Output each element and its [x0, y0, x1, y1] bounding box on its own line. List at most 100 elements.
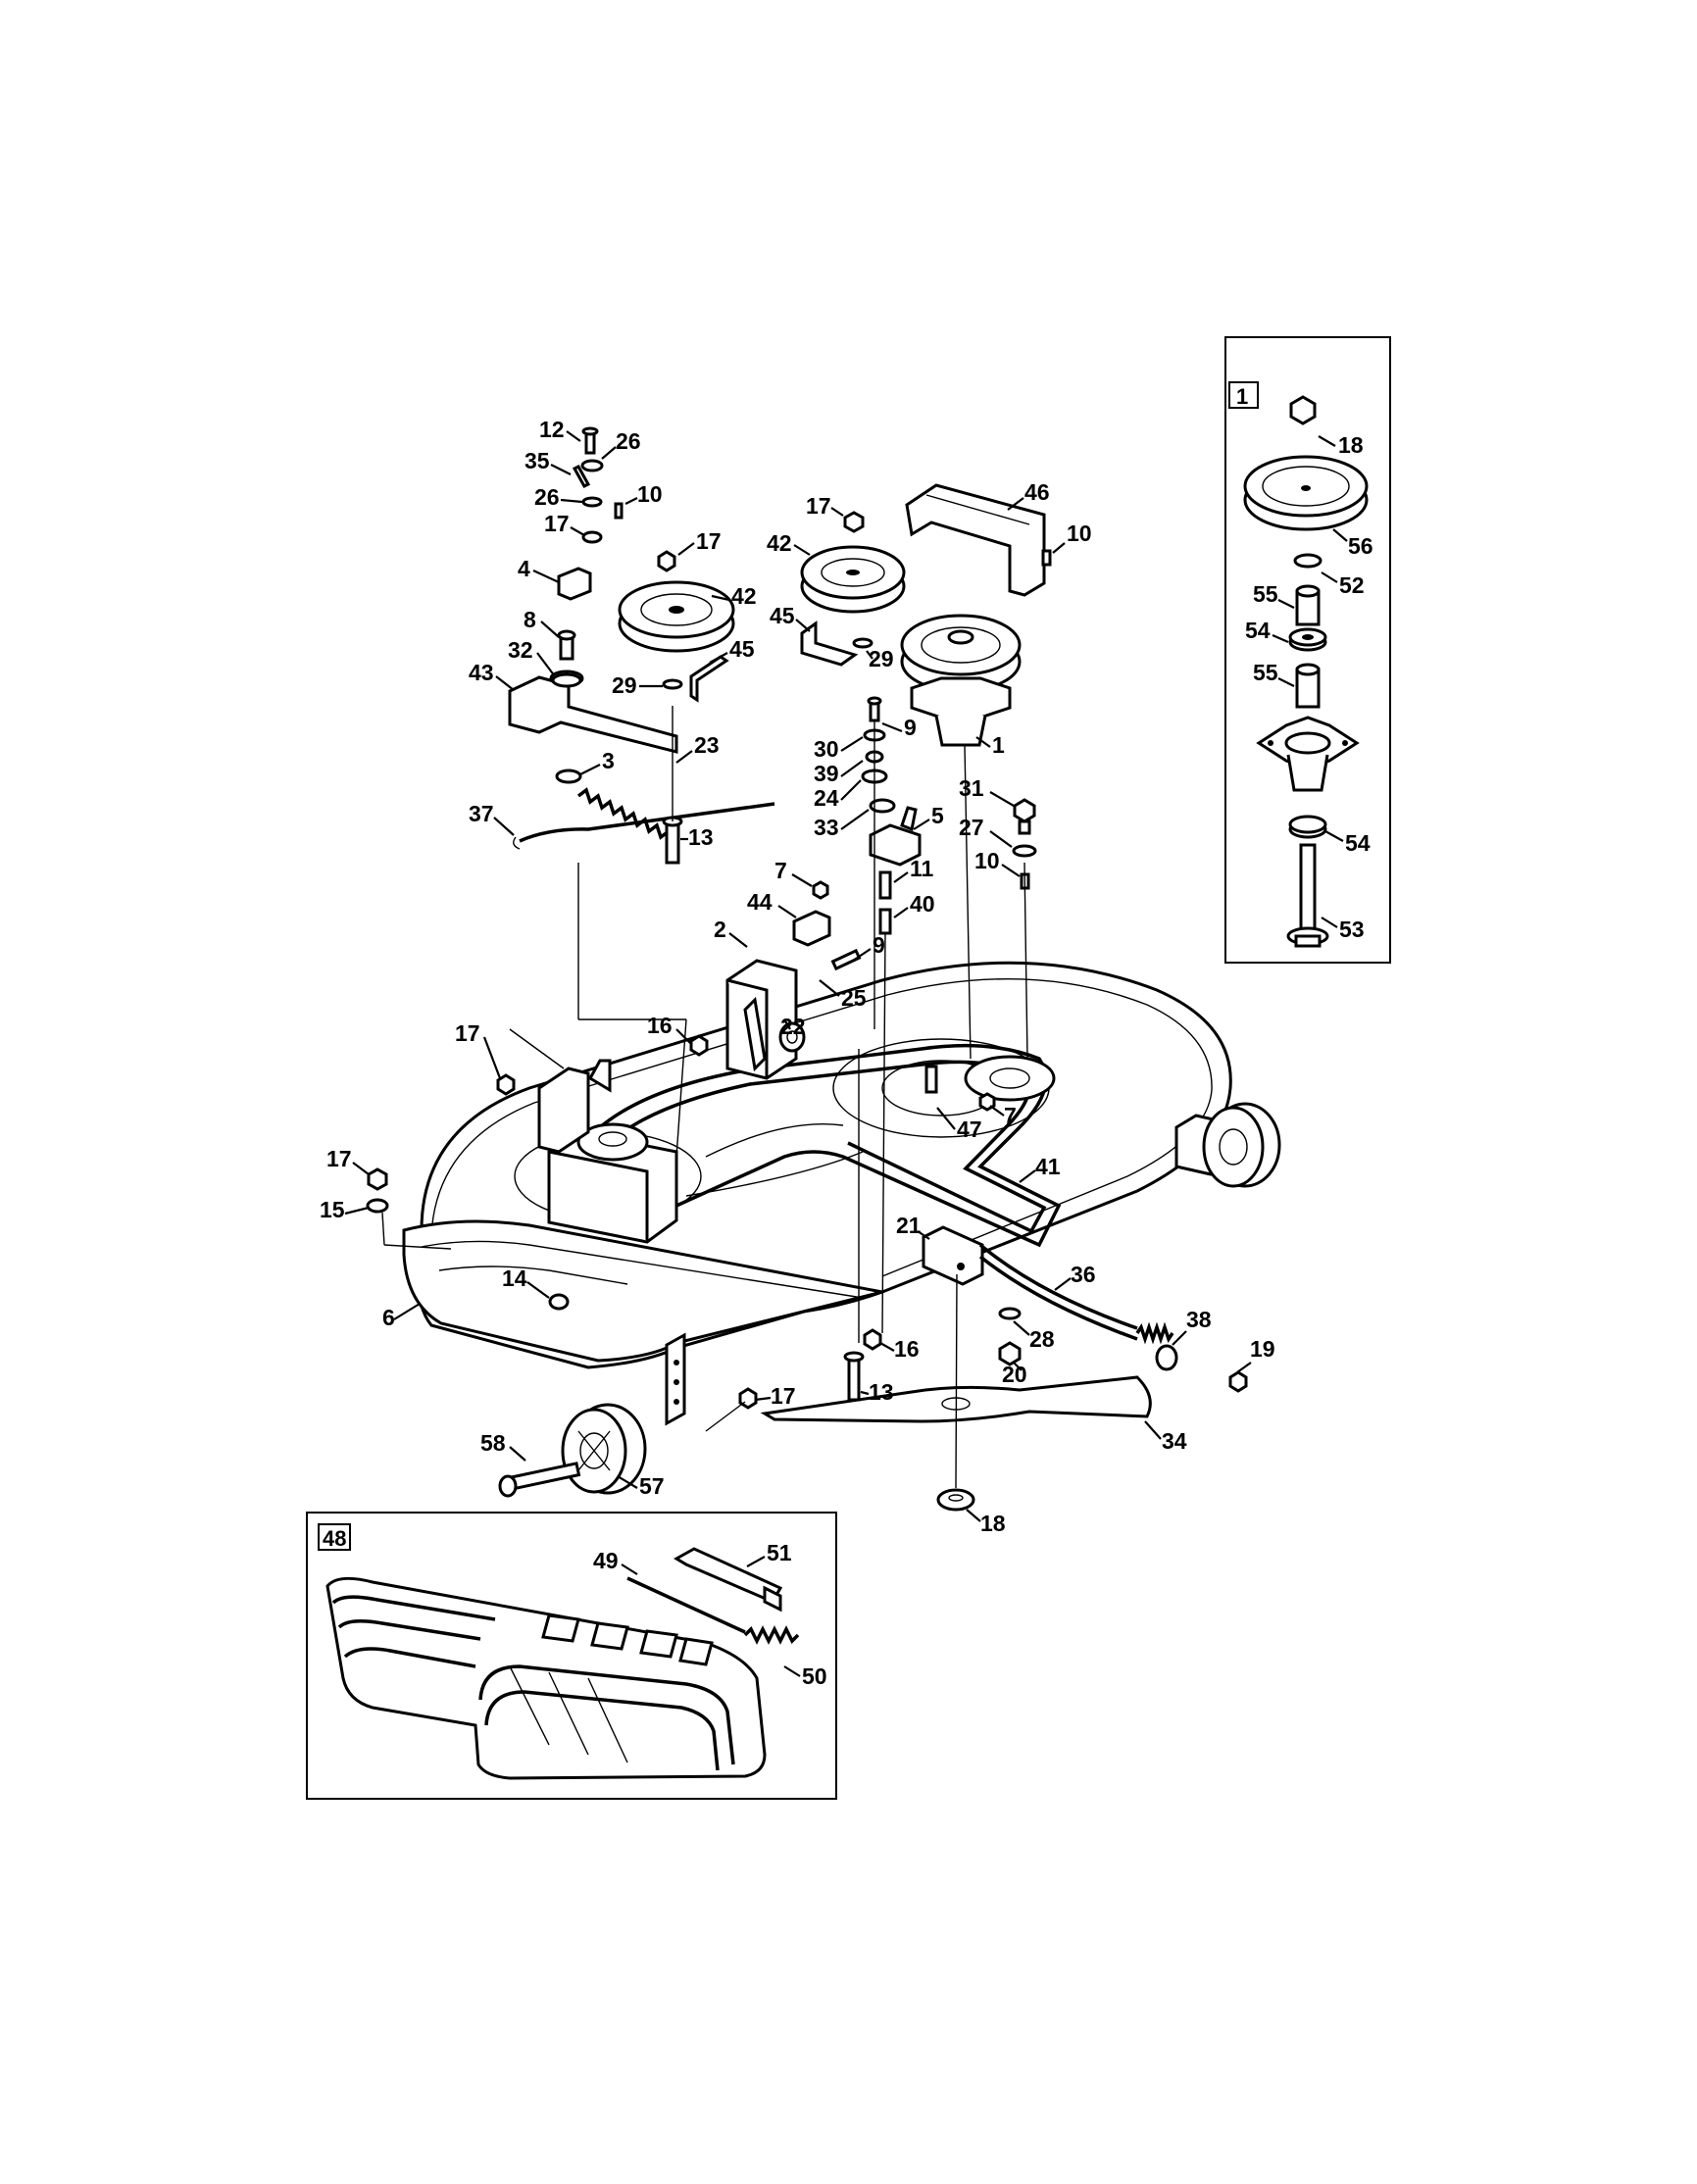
callout: 7 — [1004, 1103, 1017, 1128]
hardware-nut-19 — [1228, 1370, 1248, 1393]
hardware-nut-17-left — [367, 1167, 388, 1191]
hardware-bolt-14 — [548, 1293, 570, 1311]
callout: 12 — [539, 417, 565, 442]
callout: 5 — [931, 803, 944, 828]
callout: 8 — [524, 607, 536, 632]
chute-pivot-rod — [626, 1576, 746, 1634]
callout: 25 — [841, 985, 867, 1011]
callout: 55 — [1253, 660, 1278, 685]
mower-deck-housing — [402, 961, 1232, 1369]
washer-27 — [1012, 844, 1037, 858]
callout: 42 — [731, 583, 757, 609]
idler-rod-37 — [519, 802, 775, 843]
right-gauge-wheel — [1174, 1102, 1281, 1188]
bolt-9-lower — [830, 948, 862, 971]
callout: 17 — [326, 1146, 352, 1171]
callout: 14 — [502, 1266, 527, 1291]
left-gauge-wheel — [561, 1403, 647, 1495]
callout: 23 — [694, 732, 720, 758]
chute-bracket — [674, 1547, 783, 1613]
callout: 6 — [382, 1305, 395, 1330]
shoulder-bolt-13 — [662, 816, 683, 865]
callout: 13 — [688, 824, 714, 850]
callout: 9 — [873, 932, 885, 958]
callout: 29 — [869, 646, 894, 671]
washer-33 — [869, 798, 896, 814]
callout: 53 — [1339, 917, 1365, 942]
callout: 40 — [910, 891, 935, 917]
hardware-nut-17-front — [738, 1387, 758, 1410]
bracket-45-left — [689, 655, 729, 703]
callout: 55 — [1253, 581, 1278, 607]
callout: 27 — [959, 815, 984, 840]
cotter-10-right-top — [1041, 549, 1052, 567]
callout: 26 — [534, 484, 560, 510]
callout: 54 — [1245, 618, 1271, 643]
callout: 7 — [774, 858, 787, 883]
nut-17-top-left — [657, 550, 676, 572]
idler-pulley-center — [800, 545, 906, 614]
belt-guard-46 — [905, 483, 1046, 597]
callout: 57 — [639, 1473, 665, 1499]
callout: 29 — [612, 672, 637, 698]
spacer-40 — [878, 908, 892, 935]
callout: 47 — [957, 1117, 982, 1142]
callout-labels: 12 26 35 26 10 17 17 4 42 8 32 43 29 45 … — [320, 417, 1275, 1536]
callout: 41 — [1035, 1154, 1061, 1179]
wheel-shoulder-bolt — [498, 1462, 581, 1498]
callout: 16 — [647, 1013, 673, 1038]
bolt-12 — [581, 426, 599, 455]
cable-bracket — [922, 1225, 984, 1286]
callout: 50 — [802, 1663, 827, 1689]
inset-hex-nut — [1289, 395, 1317, 425]
bolt-31 — [1013, 798, 1036, 835]
bracket-45-center — [800, 620, 859, 667]
callout: 31 — [959, 775, 984, 801]
bracket-4 — [557, 567, 592, 601]
chute-spring — [743, 1625, 800, 1645]
inset-bearing-bottom — [1288, 815, 1327, 839]
mower-blade — [760, 1375, 1152, 1423]
callout: 34 — [1162, 1428, 1187, 1454]
callout: 58 — [480, 1430, 506, 1456]
hardware-nut-20 — [998, 1341, 1022, 1366]
callout: 24 — [814, 785, 839, 811]
callout: 3 — [602, 748, 615, 773]
callout: 49 — [593, 1548, 619, 1573]
callout: 52 — [1339, 572, 1365, 598]
callout: 17 — [455, 1020, 480, 1046]
callout: 46 — [1024, 479, 1050, 505]
inset-spindle-assembly: 1 — [1224, 336, 1391, 964]
callout: 28 — [1029, 1326, 1055, 1352]
pin-47 — [924, 1065, 938, 1094]
callout: 36 — [1071, 1262, 1096, 1287]
callout: 10 — [637, 481, 663, 507]
washer-32 — [551, 672, 582, 688]
inset-1-label: 1 — [1236, 384, 1248, 409]
callout: 19 — [1250, 1336, 1275, 1362]
callout: 37 — [469, 801, 494, 826]
alignment-lines — [381, 706, 1028, 1489]
chute-body — [325, 1576, 767, 1780]
bolt-8 — [557, 629, 576, 661]
washer-29-left — [662, 678, 683, 690]
callout: 43 — [469, 660, 494, 685]
callout: 17 — [806, 493, 831, 519]
hardware-washer-28 — [998, 1307, 1022, 1320]
callout: 44 — [747, 889, 773, 915]
deck-lift-rod — [978, 1243, 1138, 1330]
right-spindle-pocket — [964, 1055, 1056, 1102]
callout: 18 — [980, 1511, 1006, 1536]
callout: 56 — [1348, 533, 1373, 559]
callout: 51 — [767, 1540, 792, 1565]
callout: 42 — [767, 530, 792, 556]
callout: 26 — [616, 428, 641, 454]
idler-arm-43 — [508, 670, 678, 754]
hardware-nut-17-mid — [496, 1073, 516, 1096]
left-gauge-wheel-bracket — [665, 1332, 686, 1426]
callout: 15 — [320, 1197, 345, 1222]
callout: 17 — [544, 511, 570, 536]
hardware-nut-16-mid — [689, 1034, 709, 1057]
inset-discharge-chute: 48 49 51 50 — [306, 1512, 837, 1800]
callout: 38 — [1186, 1307, 1212, 1332]
